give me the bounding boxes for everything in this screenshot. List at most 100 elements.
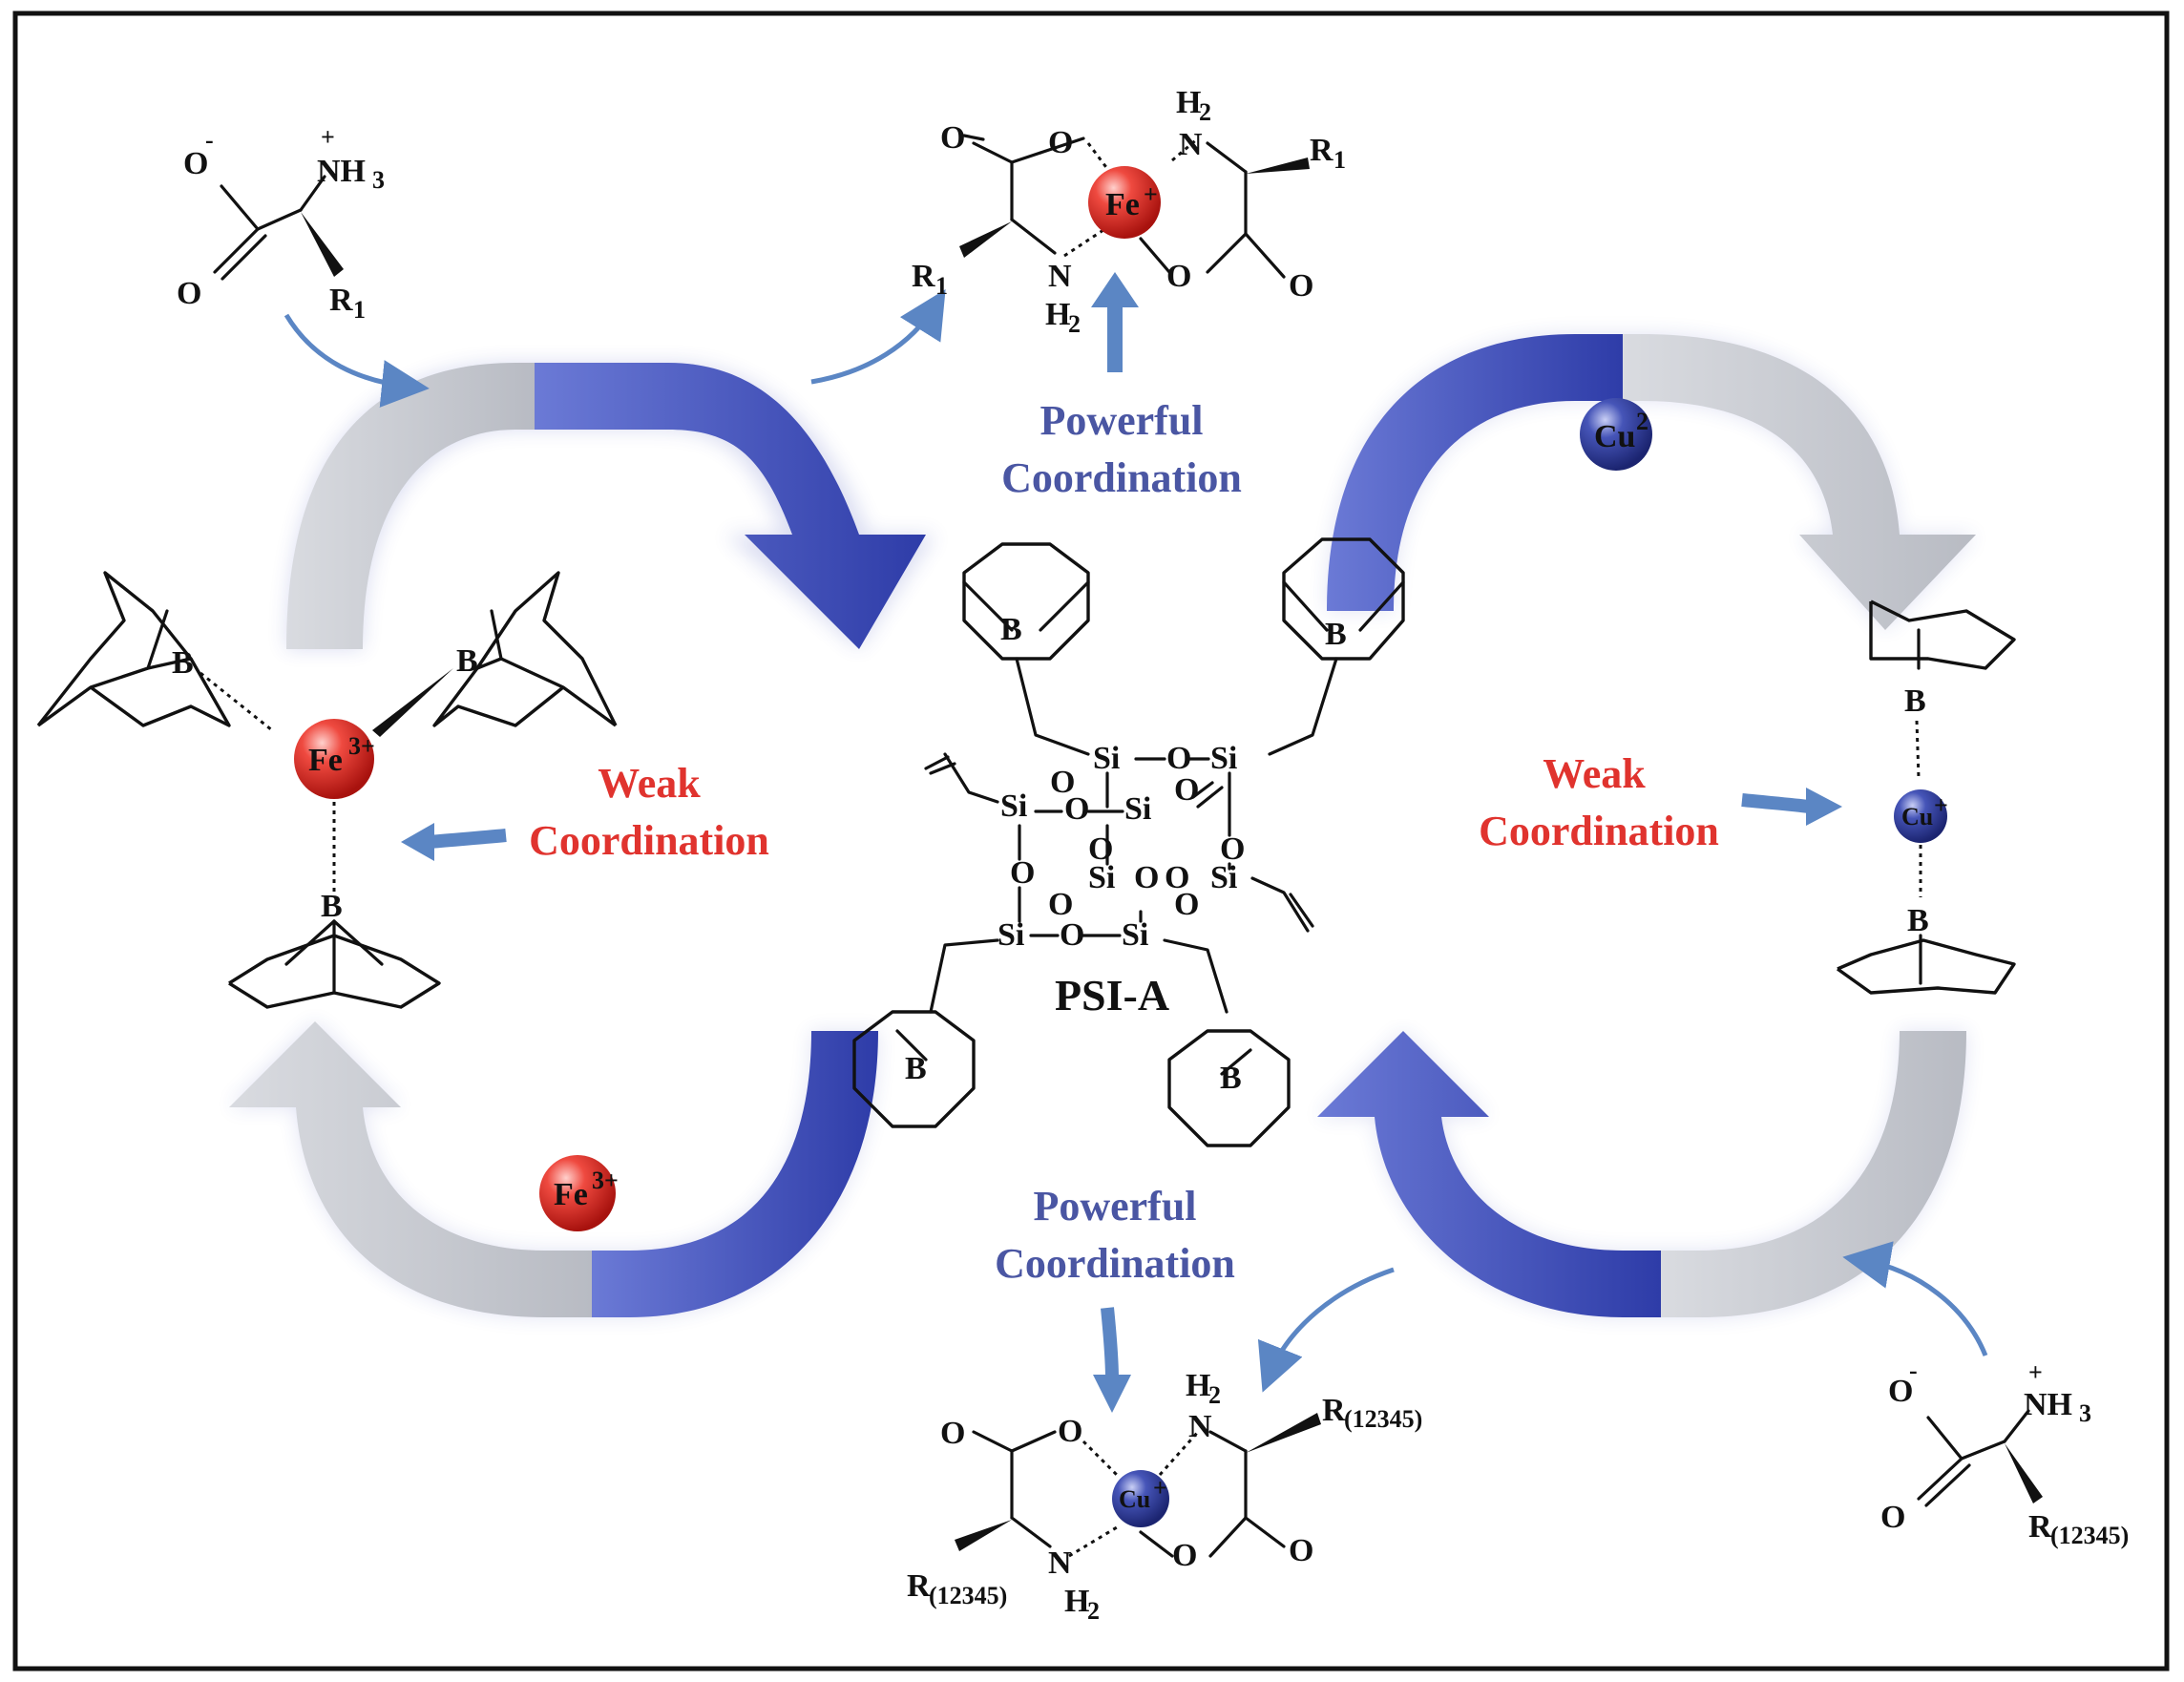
cu-ion-charge-free: 2 — [1636, 408, 1648, 435]
cu-sphere-free — [1580, 398, 1652, 471]
atom-o-cube-11: O — [1174, 887, 1199, 922]
nh3-subscript: 3 — [372, 166, 385, 194]
arrow-down-to-cu-complex — [1093, 1307, 1131, 1413]
atom-o-minus-br: O — [1888, 1374, 1913, 1409]
r-sub-bottom-left: (12345) — [929, 1582, 1007, 1609]
amino-acid-bottom-right: O - NH 3 + O R (12345) — [1880, 1356, 2129, 1549]
fe-ion-charge-left: 3+ — [348, 732, 375, 760]
psi-a-title: PSI-A — [1055, 971, 1169, 1020]
weak-label-right: Weak — [1543, 750, 1646, 797]
atom-n-bottom: N — [1188, 1409, 1212, 1444]
atom-o-cube-12: O — [1060, 917, 1084, 953]
thin-arrow-complex-out-top — [810, 289, 946, 385]
atom-n-bottom-2: N — [1048, 1545, 1072, 1581]
cu-ion-label-right: Cu — [1901, 803, 1933, 830]
atom-o-cube-5: O — [1088, 831, 1113, 867]
cu-ion-label-free: Cu — [1594, 419, 1635, 454]
atom-b-bbn-bottom-right: B — [1907, 903, 1929, 938]
fe-ion-label-top: Fe — [1105, 187, 1140, 222]
nh3-subscript-br: 3 — [2079, 1399, 2091, 1427]
h2-sub-top-2: 2 — [1068, 310, 1081, 338]
atom-nh3: NH — [317, 154, 366, 189]
atom-si-2: Si — [1210, 741, 1237, 776]
figure-frame — [12, 11, 2170, 1671]
coordination-label-top: Coordination — [1001, 454, 1242, 501]
atom-o-cube-9: O — [1165, 860, 1189, 895]
atom-si-5: Si — [1088, 860, 1115, 895]
atom-o-cube-8: O — [1134, 860, 1159, 895]
cycle-arrow-bottom-left — [229, 1021, 878, 1317]
fe-ion-label-left: Fe — [308, 743, 343, 778]
minus-sign-br: - — [1909, 1356, 1918, 1384]
thin-arrow-aminoacid-in-bottomright — [1842, 1241, 1988, 1356]
atom-r1-top: R — [1310, 133, 1334, 168]
fe-ion-charge-top: + — [1144, 180, 1158, 208]
atom-si-4: Si — [1124, 791, 1151, 827]
atom-r1: R — [329, 283, 353, 318]
h2-sub-bottom-2: 2 — [1087, 1597, 1100, 1625]
r1-sub-top: 1 — [1334, 146, 1346, 174]
h2-sub-top: 2 — [1199, 98, 1211, 126]
atom-o-cube-3: O — [1174, 772, 1199, 808]
atom-r-bottom-left: R — [907, 1568, 931, 1604]
fe-sphere-left — [294, 719, 374, 799]
cu-sphere-bottom — [1112, 1470, 1169, 1527]
cycle-arrow-top-right — [1327, 334, 1976, 630]
fe-sphere-top — [1088, 166, 1161, 239]
atom-o-top-1: O — [940, 120, 965, 156]
atom-h2-bottom-2: H — [1064, 1584, 1089, 1619]
arrow-right-to-cu — [1741, 788, 1842, 826]
atom-o-cube-10: O — [1048, 887, 1073, 922]
plus-sign-br: + — [2028, 1358, 2043, 1386]
fe-bbn-complex-left: B B Fe 3+ B — [36, 571, 618, 1009]
atom-o-minus: O — [183, 146, 208, 181]
atom-o-top-3: O — [1166, 259, 1191, 294]
cu-bbn-complex-right: B Cu + B — [1837, 599, 2016, 995]
atom-o-bottom-3: O — [1172, 1538, 1197, 1573]
atom-o-cube-4: O — [1064, 791, 1089, 827]
atom-o-carbonyl-br: O — [1880, 1500, 1905, 1535]
r1-sub-top-left: 1 — [935, 272, 948, 300]
psi-a-structure: B B Si O Si O O Si O Si O O O Si O O Si … — [852, 537, 1405, 1147]
atom-b-bbn-ul: B — [172, 645, 194, 681]
cu-ion-charge-right: + — [1934, 791, 1948, 819]
atom-si-6: Si — [1210, 860, 1237, 895]
thin-arrow-complex-out-bottom — [1257, 1267, 1395, 1393]
coordination-label-left: Coordination — [529, 817, 769, 864]
atom-o-top-4: O — [1289, 268, 1313, 304]
atom-o-bottom-2: O — [1058, 1414, 1082, 1449]
atom-b-cage-tl: B — [1000, 612, 1022, 647]
fe-ion-label-free: Fe — [554, 1177, 588, 1212]
weak-label-left: Weak — [598, 760, 701, 807]
atom-si-1: Si — [1093, 741, 1120, 776]
atom-o-top-2: O — [1048, 125, 1073, 160]
atom-o-cube-7: O — [1220, 831, 1245, 867]
atom-o-cube-2: O — [1050, 765, 1075, 800]
cycle-arrow-top-left — [286, 363, 935, 649]
atom-b-bbn-top-right: B — [1904, 683, 1926, 719]
cu-sphere-right — [1894, 789, 1947, 843]
atom-si-8: Si — [1122, 917, 1148, 953]
fe-ion-charge-free: 3+ — [592, 1167, 619, 1194]
fe-complex-top: Fe + O O H 2 N R 1 R 1 N H 2 O O — [912, 85, 1346, 338]
amino-acid-top-left: O - NH 3 + O R 1 — [177, 123, 385, 324]
atom-r-br: R — [2028, 1509, 2052, 1545]
r-sub-bottom-right: (12345) — [1344, 1405, 1422, 1433]
atom-o-cube-6: O — [1010, 855, 1035, 891]
h2-sub-bottom: 2 — [1208, 1381, 1221, 1409]
thin-arrow-aminoacid-in-topleft — [284, 313, 430, 408]
atom-o-bottom-1: O — [940, 1416, 965, 1451]
atom-si-3: Si — [1000, 788, 1027, 824]
atom-n-top: N — [1179, 127, 1203, 162]
atom-b-cage-br: B — [1220, 1061, 1242, 1096]
cu-ion-charge-bottom: + — [1153, 1474, 1167, 1502]
r-sub-br: (12345) — [2050, 1522, 2129, 1549]
atom-b-bbn-ur: B — [456, 643, 478, 679]
arrow-left-to-fe — [401, 823, 507, 861]
coordination-label-bottom: Coordination — [995, 1240, 1235, 1287]
atom-r-bottom-right: R — [1322, 1393, 1346, 1428]
atom-b-cage-tr: B — [1325, 617, 1347, 652]
atom-nh3-br: NH — [2024, 1387, 2072, 1422]
r1-subscript: 1 — [353, 296, 366, 324]
